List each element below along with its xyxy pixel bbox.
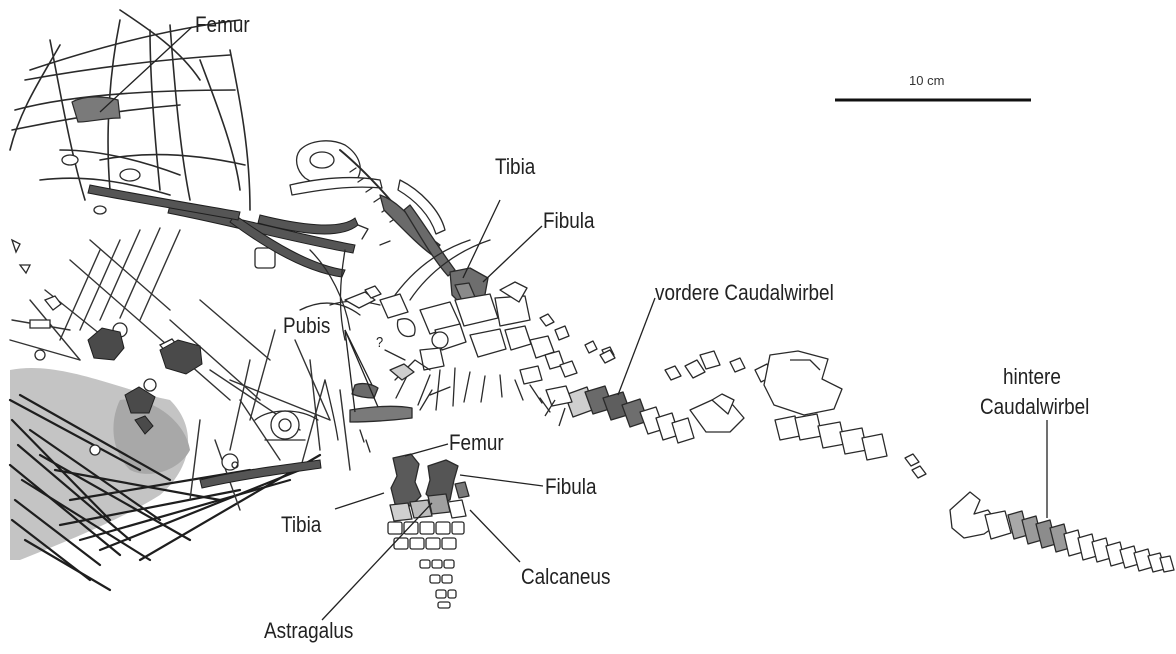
label-question-mark: ? bbox=[376, 335, 383, 350]
anterior-caudal-vertebrae bbox=[545, 351, 773, 443]
label-fibula-upper: Fibula bbox=[543, 210, 595, 232]
posterior-caudal-vertebrae bbox=[950, 492, 1174, 572]
scale-bar-label: 10 cm bbox=[909, 73, 944, 88]
label-tibia-lower: Tibia bbox=[281, 514, 321, 536]
label-hintere-line1: hintere bbox=[1003, 366, 1061, 388]
center-skeleton bbox=[255, 141, 615, 452]
label-vordere-caudalwirbel: vordere Caudalwirbel bbox=[655, 282, 834, 304]
label-astragalus: Astragalus bbox=[264, 620, 353, 642]
label-calcaneus: Calcaneus bbox=[521, 566, 610, 588]
label-tibia-upper: Tibia bbox=[495, 156, 535, 178]
label-hintere-line2: Caudalwirbel bbox=[980, 396, 1089, 418]
lower-hindlimb bbox=[388, 454, 469, 608]
left-bone-mass bbox=[10, 10, 350, 590]
label-femur-lower: Femur bbox=[449, 432, 504, 454]
label-femur-upper: Femur bbox=[195, 14, 250, 36]
mid-caudal-vertebrae bbox=[764, 351, 926, 478]
label-fibula-lower: Fibula bbox=[545, 476, 597, 498]
label-pubis: Pubis bbox=[283, 315, 330, 337]
